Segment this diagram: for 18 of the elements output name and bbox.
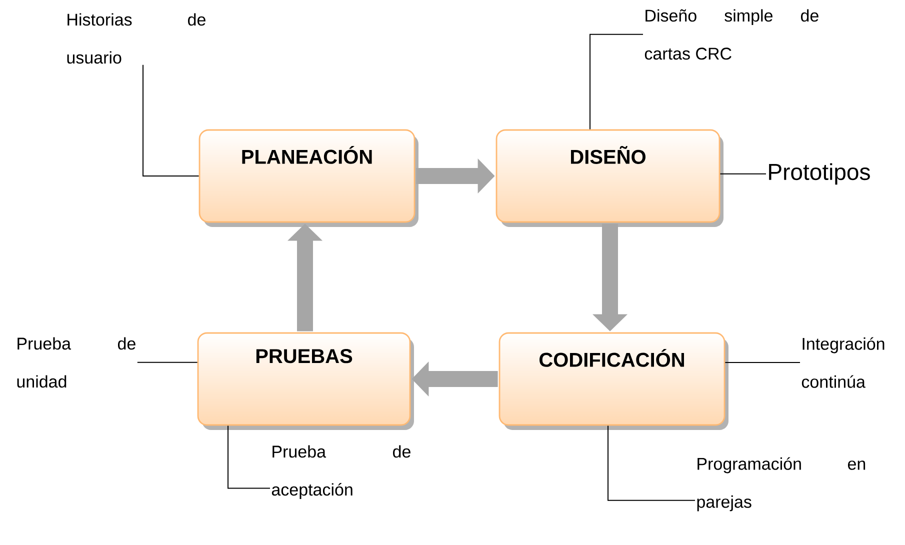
leader-line (142, 64, 200, 176)
leader-line (608, 425, 696, 501)
leader-line (724, 362, 800, 364)
leader-line (136, 362, 198, 363)
annotation-text: Prueba de unidad (17, 337, 136, 388)
process-box: PLANEACIÓN (198, 129, 418, 227)
leader-line (720, 173, 766, 174)
leader-line (590, 34, 644, 130)
annotation-text: Prueba de aceptación (272, 445, 410, 500)
annotation-text: Prototipos (769, 163, 870, 185)
annotation-text: Integración continúa (802, 337, 884, 388)
process-box: DISEÑO (496, 129, 724, 227)
process-box: PRUEBAS (197, 332, 414, 430)
annotation-text: Diseño simple de cartas CRC (644, 9, 818, 60)
process-box: CODIFICACIÓN (498, 332, 728, 430)
leader-line (228, 425, 270, 489)
annotation-text: Programación en parejas (697, 457, 866, 512)
annotation-text: Historias de usuario (67, 13, 206, 64)
